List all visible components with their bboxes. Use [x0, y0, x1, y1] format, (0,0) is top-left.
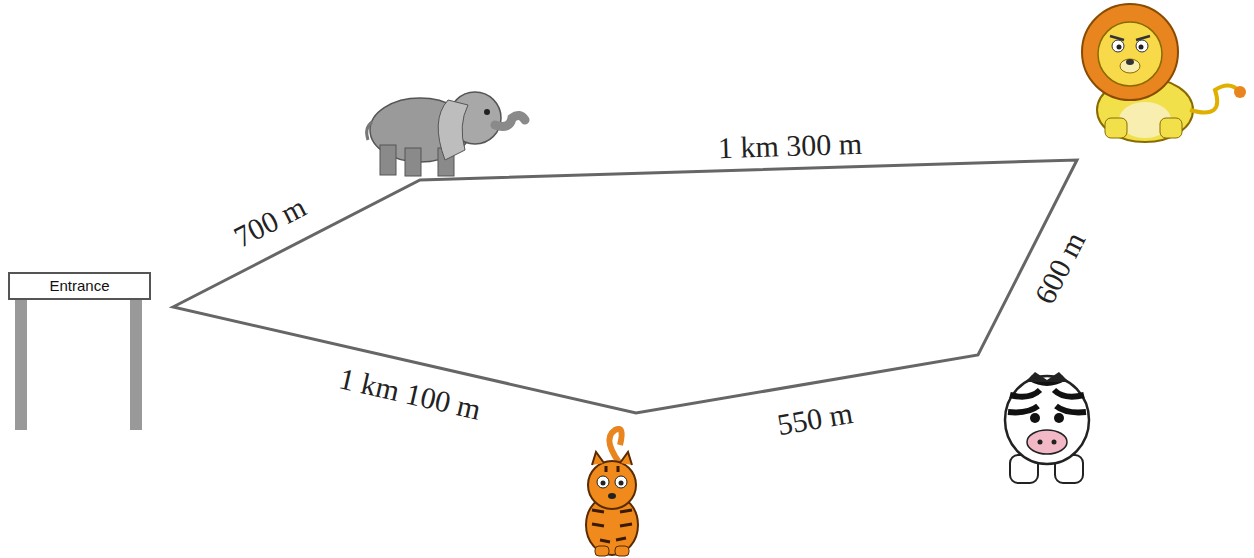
sign-post — [130, 298, 142, 430]
zebra-picture — [1005, 372, 1089, 483]
distance-label: 1 km 300 m — [718, 129, 863, 163]
sign-post — [15, 298, 27, 430]
entrance-sign: Entrance — [8, 272, 151, 300]
tiger-picture — [586, 429, 638, 556]
zoo-path — [173, 160, 1077, 413]
sign-text: Entrance — [18, 277, 141, 295]
elephant-picture — [367, 92, 525, 176]
distance-label: 600 m — [1029, 227, 1090, 308]
lion-picture — [1082, 4, 1246, 142]
distance-label: 550 m — [775, 398, 855, 440]
